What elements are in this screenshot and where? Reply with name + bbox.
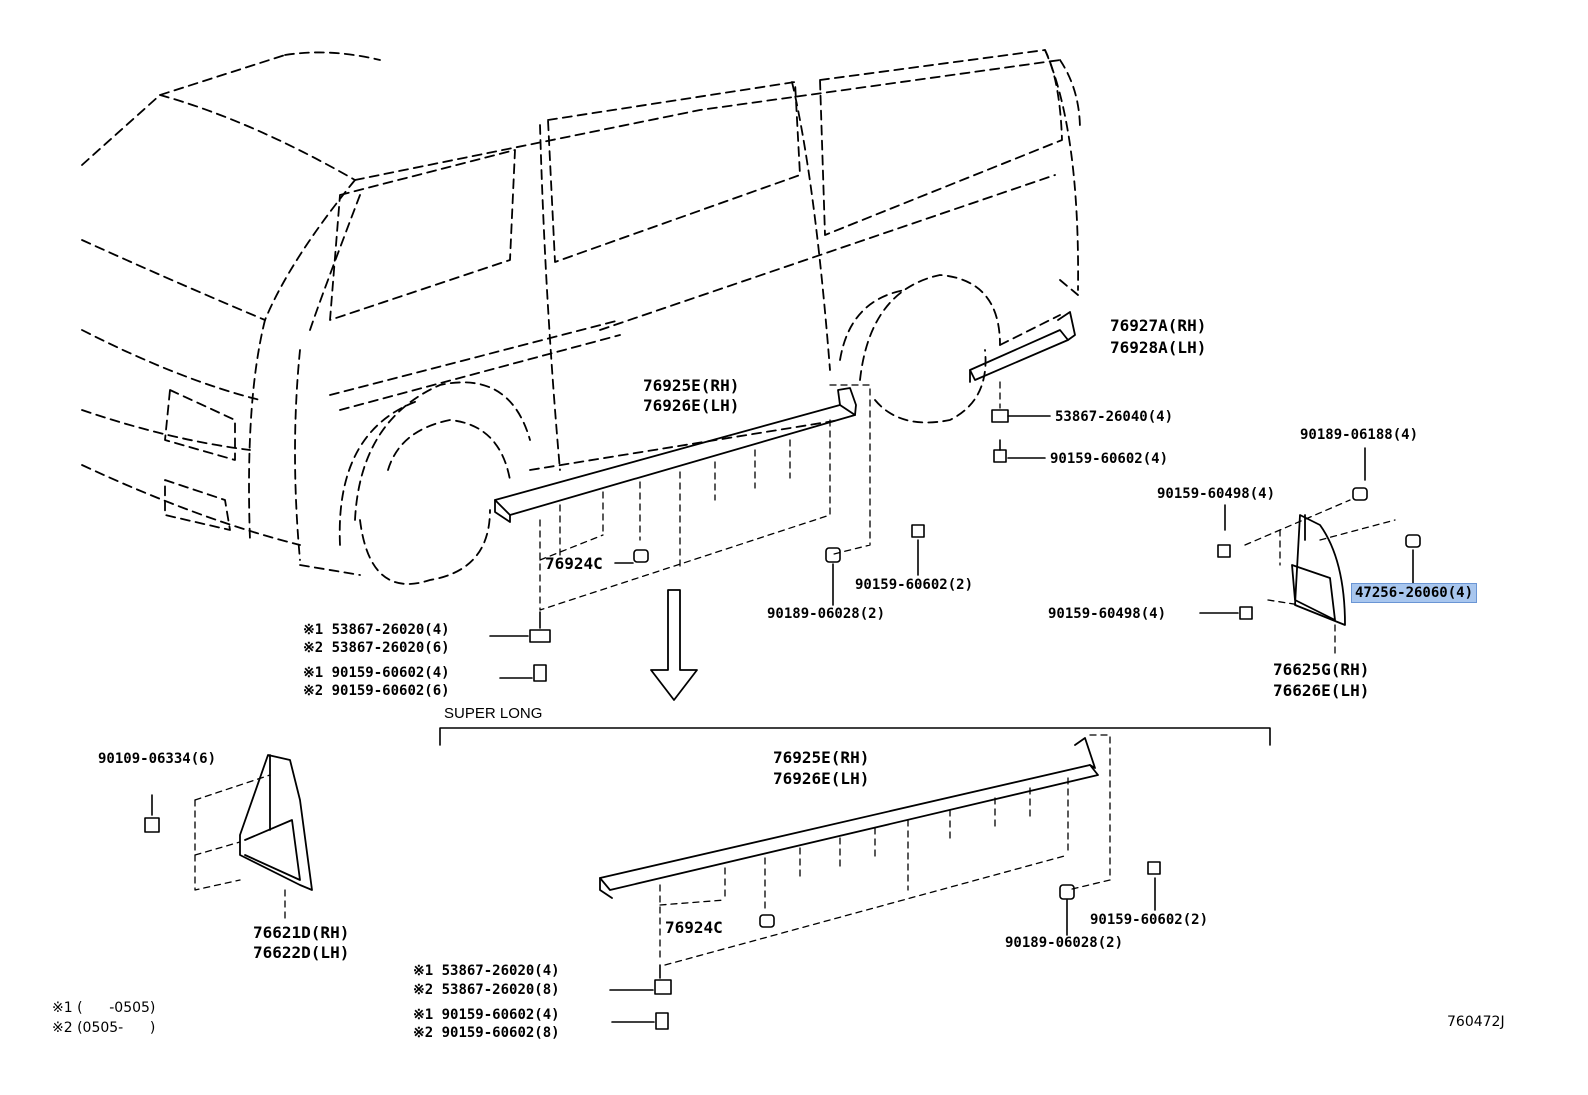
rear-mud-flap xyxy=(1291,514,1346,626)
sl-fasteners xyxy=(609,861,1161,1030)
clip-top-icon xyxy=(1352,447,1368,501)
screw-flap-1-label: 90159-60498(4) xyxy=(1157,486,1276,502)
section-title: SUPER LONG xyxy=(444,705,543,722)
side-molding-main xyxy=(494,387,857,523)
nut-rear-label: 53867-26040(4) xyxy=(1055,409,1174,425)
note-2: ※2 (0505- ) xyxy=(52,1020,156,1036)
x1-nut-label: ※1 53867-26020(4) xyxy=(303,622,450,638)
sl-clip-lines xyxy=(659,734,1111,966)
molding-clip-lines xyxy=(539,384,871,611)
nut-mid-label: 90189-06028(2) xyxy=(767,606,886,622)
sl-x2-screw-label: ※2 90159-60602(8) xyxy=(413,1025,560,1041)
clip-mid-icon xyxy=(614,549,649,564)
van-body-outline xyxy=(81,49,1081,585)
rear-ext-lh-label: 76928A(LH) xyxy=(1110,338,1207,357)
clip-mid-label: 76924C xyxy=(545,554,603,573)
sl-nut-mid-label: 90189-06028(2) xyxy=(1005,935,1124,951)
screw-mid-icon xyxy=(911,524,925,576)
x2-nut-label: ※2 53867-26020(6) xyxy=(303,640,450,656)
sl-x2-nut-label: ※2 53867-26020(8) xyxy=(413,982,560,998)
screw-flap-2-label: 90159-60498(4) xyxy=(1048,606,1167,622)
flap-front-rh-label: 76621D(RH) xyxy=(253,923,350,942)
sl-molding-lh-label: 76926E(LH) xyxy=(773,769,870,788)
molding-lh-label: 76926E(LH) xyxy=(643,396,740,415)
down-arrow xyxy=(650,589,698,701)
nut-mid-icon xyxy=(825,547,841,606)
screw-mid-label: 90159-60602(2) xyxy=(855,577,974,593)
flap-front-lh-label: 76622D(LH) xyxy=(253,943,350,962)
screw-rear-label: 90159-60602(4) xyxy=(1050,451,1169,467)
clip-flap-highlight-label[interactable]: 47256-26060(4) xyxy=(1350,583,1478,603)
sl-molding-rh-label: 76925E(RH) xyxy=(773,748,870,767)
sl-screw-mid-label: 90159-60602(2) xyxy=(1090,912,1209,928)
x2-screw-label: ※2 90159-60602(6) xyxy=(303,683,450,699)
rear-flap-fastener-lines xyxy=(1244,499,1396,656)
flap-rear-lh-label: 76626E(LH) xyxy=(1273,681,1370,700)
x1-screw-label: ※1 90159-60602(4) xyxy=(303,665,450,681)
sl-side-molding xyxy=(599,737,1099,899)
screw-rear-icon xyxy=(993,439,1046,463)
front-screw-icon xyxy=(144,794,160,833)
section-bracket xyxy=(439,727,1271,746)
front-screw-label: 90109-06334(6) xyxy=(98,751,217,767)
flap-rear-rh-label: 76625G(RH) xyxy=(1273,660,1370,679)
molding-rh-label: 76925E(RH) xyxy=(643,376,740,395)
lower-clip-icon xyxy=(489,611,551,682)
front-flap-lines xyxy=(194,774,286,921)
rear-ext-rh-label: 76927A(RH) xyxy=(1110,316,1207,335)
sl-x1-screw-label: ※1 90159-60602(4) xyxy=(413,1007,560,1023)
front-mud-flap xyxy=(239,754,313,891)
sl-clip-label: 76924C xyxy=(665,918,723,937)
diagram-code: 760472J xyxy=(1447,1014,1505,1030)
sl-x1-nut-label: ※1 53867-26020(4) xyxy=(413,963,560,979)
nut-rear-icon xyxy=(991,409,1051,423)
clip-flap-icon xyxy=(1405,534,1421,586)
screw-flap-2-icon xyxy=(1199,606,1253,620)
note-1: ※1 ( -0505) xyxy=(52,1000,156,1016)
screw-flap-1-icon xyxy=(1217,504,1231,558)
clip-top-label: 90189-06188(4) xyxy=(1300,427,1419,443)
rear-extension xyxy=(969,311,1076,383)
